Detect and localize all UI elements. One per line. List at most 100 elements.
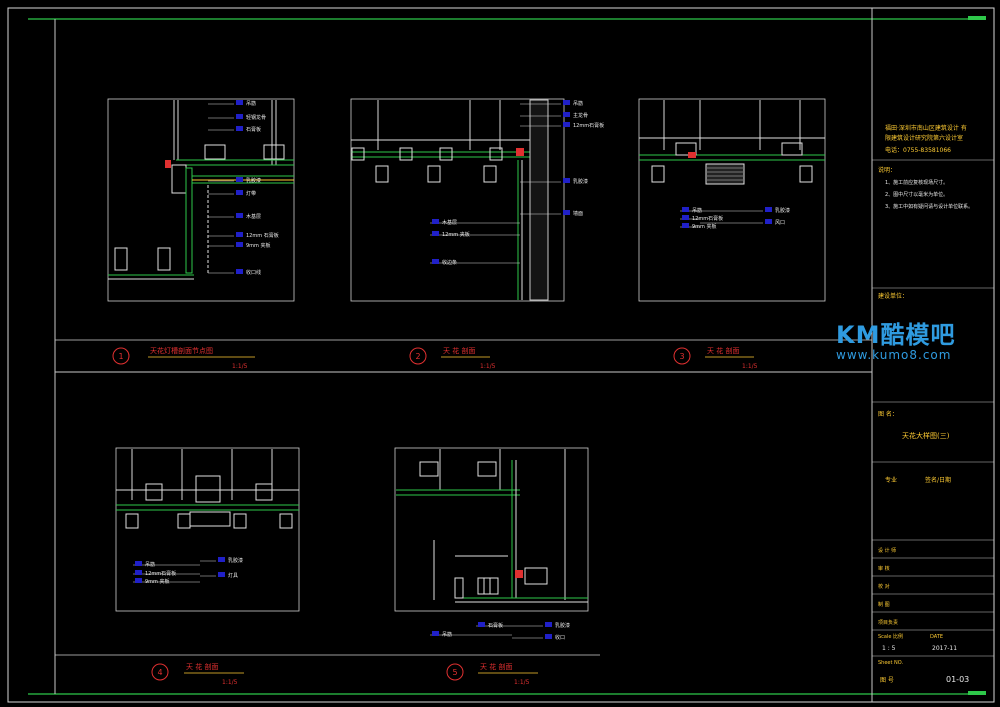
role-designer: 设 计 师 bbox=[878, 547, 896, 554]
detail-3-number: 3 bbox=[679, 352, 684, 361]
detail-1-geometry bbox=[108, 100, 294, 280]
detail-1-frame bbox=[107, 98, 295, 302]
annotation-label: 木基层 bbox=[442, 219, 457, 226]
sheet-prefix: 图 号 bbox=[880, 677, 894, 684]
label-tag bbox=[765, 219, 772, 224]
label-tag bbox=[563, 122, 570, 127]
label-tag bbox=[545, 634, 552, 639]
annotation-label: 灯带 bbox=[246, 190, 256, 197]
approval-label: 建设单位： bbox=[878, 292, 908, 300]
column-label-discipline: 专业 bbox=[885, 476, 897, 484]
watermark-url: www.kumo8.com bbox=[836, 348, 952, 362]
detail-2-scale: 1:1/5 bbox=[480, 363, 496, 370]
detail-4-title: 天 花 剖面 bbox=[186, 662, 218, 671]
annotation-label: 12mm石膏板 bbox=[573, 122, 604, 129]
column-label-signature: 签名/日期 bbox=[925, 476, 951, 484]
label-tag bbox=[545, 622, 552, 627]
role-project-lead: 项目负责 bbox=[878, 619, 898, 626]
scale-label: Scale 比例 bbox=[878, 633, 903, 640]
note-line: 2、图中尺寸以毫米为单位。 bbox=[885, 191, 948, 198]
annotation-label: 乳胶漆 bbox=[555, 622, 570, 629]
annotation-label: 墙面 bbox=[573, 210, 583, 217]
annotation-label: 主龙骨 bbox=[573, 112, 588, 119]
label-tag bbox=[236, 213, 243, 218]
sheet-label: Sheet NO. bbox=[878, 660, 904, 666]
label-tag bbox=[563, 178, 570, 183]
label-tag bbox=[218, 572, 225, 577]
detail-2-marker bbox=[409, 347, 427, 365]
detail-titles: 1 天花灯槽剖面节点图 1:1/5 2 天 花 剖面 1:1/5 3 天 花 剖… bbox=[112, 346, 758, 686]
annotation-label: 收口线 bbox=[246, 269, 261, 276]
detail-3-marker bbox=[673, 347, 691, 365]
leader-lines bbox=[133, 103, 763, 639]
annotation-label: 风口 bbox=[775, 220, 785, 226]
annotation-label: 乳胶漆 bbox=[246, 177, 261, 184]
label-tag bbox=[682, 215, 689, 220]
label-tag bbox=[236, 190, 243, 195]
label-tag bbox=[563, 100, 570, 105]
label-tag bbox=[218, 557, 225, 562]
label-tag bbox=[236, 100, 243, 105]
detail-5-marker bbox=[446, 663, 464, 681]
label-tag bbox=[765, 207, 772, 212]
label-tag bbox=[236, 242, 243, 247]
annotation-label: 9mm 夹板 bbox=[246, 242, 271, 249]
annotation-label: 12mm 石膏板 bbox=[246, 232, 279, 239]
annotation-label: 9mm 夹板 bbox=[145, 578, 170, 585]
detail-1-title: 天花灯槽剖面节点图 bbox=[150, 346, 213, 355]
role-drafter: 制 图 bbox=[878, 601, 890, 608]
annotation-label: 吊筋 bbox=[692, 207, 702, 214]
annotation-label: 石膏板 bbox=[246, 126, 261, 133]
company-line-2: 限建筑设计研究院第六设计室 bbox=[885, 134, 963, 142]
annotation-label: 9mm 夹板 bbox=[692, 223, 717, 230]
annotation-label: 吊筋 bbox=[246, 100, 256, 107]
annotation-label: 吊筋 bbox=[145, 561, 155, 568]
detail-4-number: 4 bbox=[157, 668, 162, 677]
detail-4-scale: 1:1/5 bbox=[222, 679, 238, 686]
role-reviewer: 审 核 bbox=[878, 565, 890, 572]
annotation-label: 12mm石膏板 bbox=[692, 215, 723, 222]
title-block: 福田·深圳市南山区建筑设计 有 限建筑设计研究院第六设计室 电话：0755-83… bbox=[872, 124, 994, 684]
annotation-label: 乳胶漆 bbox=[573, 178, 588, 185]
annotation-label: 乳胶漆 bbox=[228, 557, 243, 564]
annotation-label: 吊筋 bbox=[573, 100, 583, 107]
annotation-label: 12mm石膏板 bbox=[145, 570, 176, 577]
annotation-label: 石膏板 bbox=[488, 622, 503, 629]
note-line: 1、施工前应复核现场尺寸。 bbox=[885, 179, 948, 186]
label-tag bbox=[135, 578, 142, 583]
date-label: DATE bbox=[930, 634, 943, 640]
label-tag bbox=[432, 631, 439, 636]
detail-5-number: 5 bbox=[452, 668, 457, 677]
annotation-label: 收口 bbox=[555, 634, 565, 641]
detail-2-geometry bbox=[351, 99, 549, 301]
notes-heading: 说明： bbox=[878, 166, 896, 174]
detail-5-geometry bbox=[396, 449, 588, 603]
drawing-name-label: 图 名： bbox=[878, 410, 898, 418]
label-tag bbox=[432, 231, 439, 236]
label-tag bbox=[478, 622, 485, 627]
annotation-label: 12mm 夹板 bbox=[442, 231, 470, 238]
company-line-1: 福田·深圳市南山区建筑设计 有 bbox=[885, 124, 967, 132]
annotation-label: 乳胶漆 bbox=[775, 207, 790, 214]
label-tag bbox=[236, 114, 243, 119]
label-tag bbox=[236, 269, 243, 274]
annotation-label: 吊筋 bbox=[442, 631, 452, 638]
detail-3-frame bbox=[638, 98, 826, 302]
note-line: 3、施工中如有疑问请与设计单位联系。 bbox=[885, 203, 973, 210]
annotation-label: 灯具 bbox=[228, 572, 238, 579]
detail-2-title: 天 花 剖面 bbox=[443, 346, 475, 355]
label-tag bbox=[682, 207, 689, 212]
detail-3-scale: 1:1/5 bbox=[742, 363, 758, 370]
detail-5-frame bbox=[394, 447, 589, 612]
label-tag bbox=[236, 232, 243, 237]
detail-4-geometry bbox=[116, 449, 299, 529]
label-tag bbox=[563, 112, 570, 117]
label-tag bbox=[432, 259, 439, 264]
detail-1-number: 1 bbox=[118, 352, 123, 361]
detail-4-marker bbox=[151, 663, 169, 681]
watermark: KM酷模吧 www.kumo8.com bbox=[836, 322, 956, 362]
detail-3-title: 天 花 剖面 bbox=[707, 346, 739, 355]
label-tag bbox=[236, 177, 243, 182]
company-phone: 电话：0755-83581066 bbox=[885, 146, 951, 154]
